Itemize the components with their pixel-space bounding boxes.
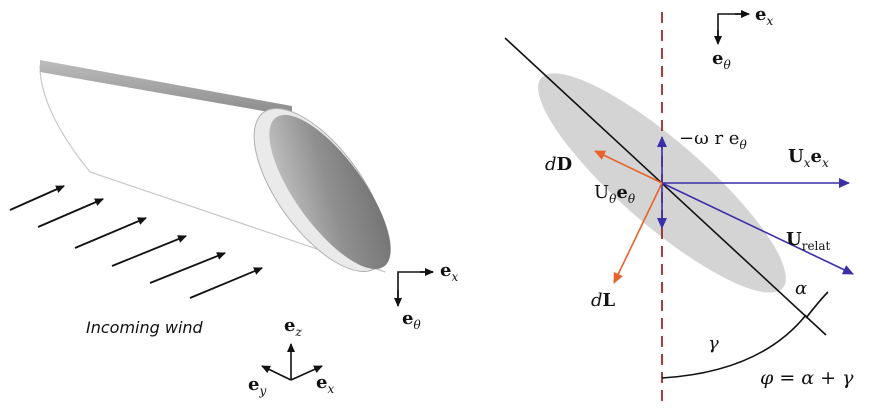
- blade-axes: [394, 268, 434, 307]
- wind-arrow: [189, 267, 263, 299]
- section-etheta-label: eθ: [712, 48, 731, 72]
- section-axis-lines: [717, 13, 748, 43]
- global-ey-label: ey: [248, 374, 266, 398]
- alpha-arc: [805, 291, 829, 319]
- global-ex-label: ex: [316, 372, 334, 396]
- utheta-label: Uθeθ: [594, 182, 636, 206]
- drag-arrow: [594, 150, 663, 184]
- omega-r-label: −ω r eθ: [679, 128, 747, 152]
- global-ey-arrow: [261, 365, 292, 381]
- velocity-vectors: [657, 136, 854, 275]
- ux-label: Uxex: [788, 146, 829, 170]
- blade-3d: [39, 60, 391, 273]
- blade-etheta-label: eθ: [402, 308, 421, 332]
- wind-arrow: [74, 217, 147, 249]
- blade-leading-edge: [40, 60, 292, 116]
- u-relat-arrow: [661, 182, 854, 275]
- wind-arrow: [9, 185, 65, 211]
- section-axes: [714, 10, 750, 45]
- incoming-wind-caption: Incoming wind: [86, 318, 204, 337]
- gamma-label: γ: [708, 333, 719, 354]
- blade-tip-face: [269, 114, 391, 270]
- wind-arrows: [9, 185, 263, 299]
- section-ex-label: ex: [755, 4, 773, 28]
- gamma-arc: [661, 314, 807, 379]
- blade-axis-lines: [397, 271, 433, 305]
- global-ex-arrow: [290, 365, 323, 381]
- global-axes: [261, 343, 323, 381]
- wind-arrow: [149, 252, 226, 284]
- wind-arrow: [111, 235, 187, 267]
- force-vectors: [594, 150, 663, 284]
- blade-ex-label: ex: [440, 260, 458, 284]
- phi-equation-label: φ = α + γ: [760, 367, 854, 389]
- u-relat-label: Urelat: [786, 229, 831, 253]
- alpha-label: α: [795, 278, 807, 299]
- chord-line: [504, 37, 827, 336]
- wind-arrow: [37, 198, 104, 228]
- lift-arrow: [613, 182, 663, 284]
- global-ez-label: ez: [284, 315, 302, 339]
- drag-label: dD: [545, 154, 572, 175]
- lift-label: dL: [591, 290, 616, 311]
